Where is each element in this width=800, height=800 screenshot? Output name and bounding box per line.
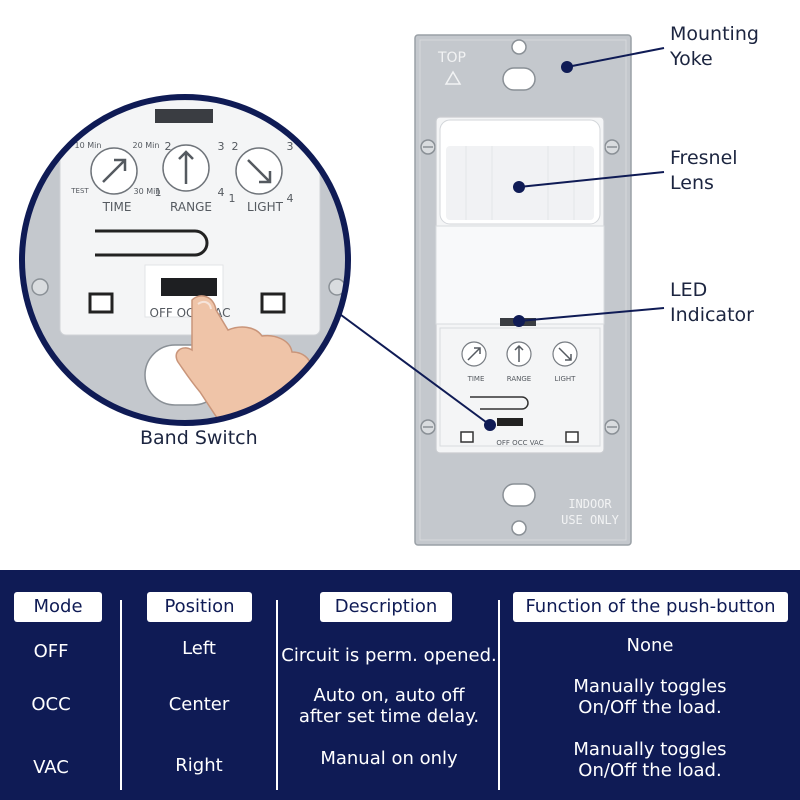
- switch-label-small: OFF OCC VAC: [496, 439, 543, 447]
- time-label: TIME: [102, 200, 132, 214]
- cell-description-occ: Auto on, auto off after set time delay.: [298, 685, 480, 727]
- mode-table: Mode Position Description Function of th…: [0, 570, 800, 800]
- sensor-diagram: TOP INDOOR USE ONLY TIME RANGE LIG: [19, 34, 665, 546]
- band-switch[interactable]: [161, 278, 217, 296]
- cell-function-vac: Manually toggles On/Off the load.: [573, 739, 727, 781]
- zoom-detail: 10 Min 20 Min TEST 30 Min 2 3 1 4 2 3 1 …: [22, 97, 348, 423]
- callout-line-led: [518, 307, 665, 322]
- cell-position-left: Left: [182, 638, 216, 659]
- range-label-small: RANGE: [507, 375, 531, 383]
- callout-band-switch: Band Switch: [140, 427, 258, 449]
- light-mark: 3: [287, 140, 294, 153]
- time-mark: 20 Min: [133, 141, 160, 150]
- diagram-area: TOP INDOOR USE ONLY TIME RANGE LIG: [19, 23, 759, 546]
- time-mark: TEST: [70, 187, 89, 195]
- zoom-ring: [19, 94, 351, 426]
- callout-line-switch: [336, 311, 491, 426]
- time-label-small: TIME: [467, 375, 485, 383]
- band-switch-small[interactable]: [497, 418, 523, 426]
- cell-description-vac: Manual on only: [320, 748, 458, 769]
- cell-mode-off: OFF: [33, 641, 69, 662]
- time-mark: 10 Min: [75, 141, 102, 150]
- time-mark: 30 Min: [134, 187, 161, 196]
- door-slot-small: [470, 396, 529, 410]
- cell-function-off: None: [626, 635, 674, 656]
- indoor-label: INDOOR: [568, 497, 612, 511]
- range-mark: 3: [218, 140, 225, 153]
- callout-fresnel-lens: Fresnel Lens: [670, 147, 738, 194]
- header-position: Position: [147, 592, 252, 622]
- cell-description-off: Circuit is perm. opened.: [281, 645, 497, 666]
- push-button[interactable]: [435, 225, 605, 325]
- header-description: Description: [320, 592, 452, 622]
- callout-mounting-yoke: Mounting Yoke: [670, 23, 759, 70]
- light-mark: 1: [229, 192, 236, 205]
- yoke-top-label: TOP: [437, 50, 466, 66]
- callout-line-lens: [518, 171, 665, 188]
- yoke-slot-top: [502, 67, 536, 91]
- light-mark: 2: [232, 140, 239, 153]
- header-mode: Mode: [14, 592, 102, 622]
- light-label-small: LIGHT: [555, 375, 577, 383]
- yoke-slot-bottom: [502, 483, 536, 507]
- range-label: RANGE: [170, 200, 212, 214]
- header-function: Function of the push-button: [513, 592, 788, 622]
- range-mark: 2: [165, 140, 172, 153]
- range-mark: 4: [218, 186, 225, 199]
- cell-position-center: Center: [168, 694, 230, 715]
- light-label: LIGHT: [247, 200, 284, 214]
- top-arrow-icon: [444, 70, 462, 85]
- callout-led-indicator: LED Indicator: [670, 279, 754, 326]
- door-slot: [95, 229, 209, 257]
- screw-icon: [31, 278, 49, 296]
- screw-hole-bottom: [511, 520, 527, 536]
- cell-mode-occ: OCC: [31, 694, 71, 715]
- column-divider: [498, 600, 500, 790]
- column-divider: [276, 600, 278, 790]
- cell-position-right: Right: [175, 755, 223, 776]
- column-divider: [120, 600, 122, 790]
- cell-mode-vac: VAC: [33, 757, 69, 778]
- light-mark: 4: [287, 192, 294, 205]
- indoor-label-line2: USE ONLY: [561, 513, 620, 527]
- cell-function-occ: Manually toggles On/Off the load.: [573, 676, 727, 718]
- screw-hole-top: [511, 39, 527, 55]
- callout-line-yoke: [566, 47, 665, 68]
- range-mark: 1: [155, 186, 162, 199]
- led-indicator-zoom: [155, 109, 213, 123]
